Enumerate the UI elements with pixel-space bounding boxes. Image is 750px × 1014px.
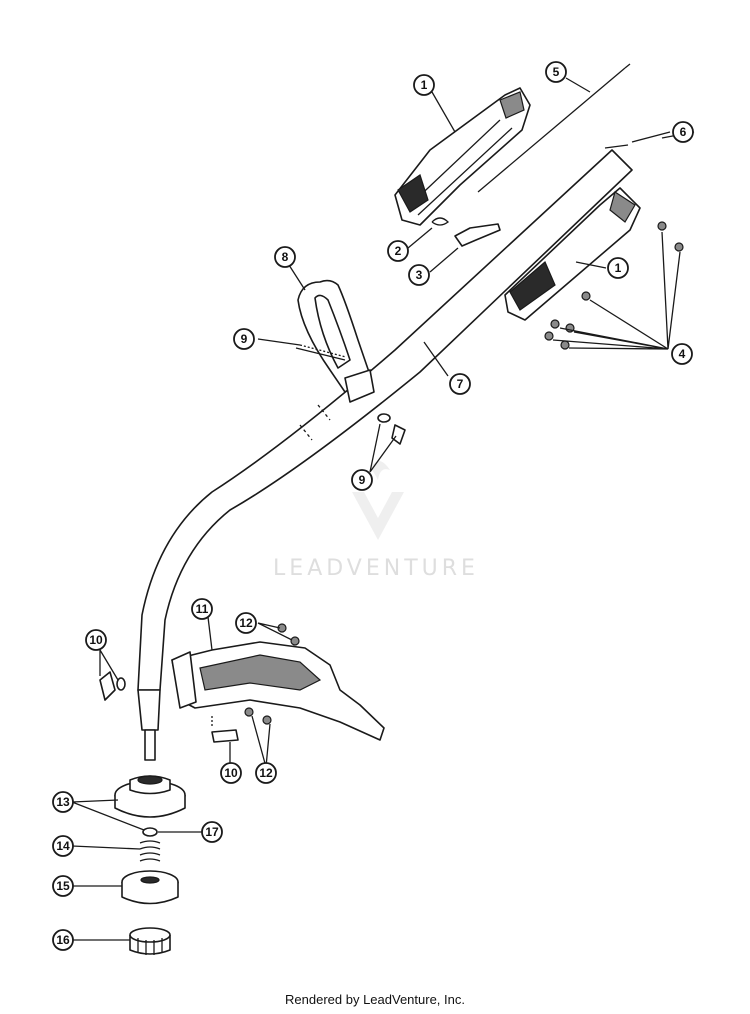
svg-text:8: 8 — [282, 250, 289, 264]
svg-text:7: 7 — [457, 377, 464, 391]
callout-13: 13 — [52, 791, 74, 813]
line-spool — [121, 870, 179, 905]
ignition-wire — [631, 131, 671, 143]
handle-bolt — [295, 344, 347, 361]
svg-text:17: 17 — [205, 825, 219, 839]
callout-15: 15 — [52, 875, 74, 897]
svg-text:10: 10 — [89, 633, 103, 647]
svg-text:9: 9 — [241, 332, 248, 346]
spool-housing — [114, 775, 186, 818]
footer-credit: Rendered by LeadVenture, Inc. — [285, 992, 465, 1007]
callout-9-upper: 9 — [233, 328, 255, 350]
svg-text:3: 3 — [416, 268, 423, 282]
washer — [142, 827, 158, 837]
callout-12-lower: 12 — [255, 762, 277, 784]
shield-screws — [244, 623, 300, 725]
upper-housing-half — [394, 87, 531, 226]
callout-2: 2 — [387, 240, 409, 262]
svg-text:9: 9 — [359, 473, 366, 487]
callout-14: 14 — [52, 835, 74, 857]
bump-knob — [129, 927, 171, 955]
trigger-spring — [431, 217, 449, 226]
callout-16: 16 — [52, 929, 74, 951]
svg-text:1: 1 — [615, 261, 622, 275]
callout-11: 11 — [191, 598, 213, 620]
svg-text:13: 13 — [56, 795, 70, 809]
callout-1-lower: 1 — [607, 257, 629, 279]
callout-3: 3 — [408, 264, 430, 286]
callout-17: 17 — [201, 821, 223, 843]
svg-text:5: 5 — [553, 65, 560, 79]
drive-shaft-end — [137, 689, 161, 761]
svg-text:14: 14 — [56, 839, 70, 853]
callout-6: 6 — [672, 121, 694, 143]
svg-text:2: 2 — [395, 244, 402, 258]
callout-10-upper: 10 — [85, 629, 107, 651]
callout-7: 7 — [449, 373, 471, 395]
callout-12-upper: 12 — [235, 612, 257, 634]
svg-text:11: 11 — [196, 602, 209, 616]
watermark-text: LEADVENTURE — [273, 556, 479, 581]
svg-text:12: 12 — [239, 616, 253, 630]
callout-4: 4 — [671, 343, 693, 365]
svg-text:15: 15 — [56, 879, 70, 893]
svg-text:12: 12 — [259, 766, 273, 780]
svg-text:1: 1 — [421, 78, 428, 92]
handle-knob — [377, 413, 406, 445]
svg-text:16: 16 — [56, 933, 70, 947]
assist-handle — [297, 279, 375, 403]
throttle-trigger — [454, 223, 501, 247]
lower-housing-half — [504, 187, 641, 321]
debris-shield — [171, 641, 385, 741]
callout-5: 5 — [545, 61, 567, 83]
wing-nut — [99, 671, 126, 701]
svg-text:4: 4 — [679, 347, 686, 361]
clamp-bolt — [211, 716, 239, 743]
throttle-cable — [477, 67, 626, 193]
svg-text:6: 6 — [680, 125, 687, 139]
svg-text:10: 10 — [224, 766, 238, 780]
callout-9-lower: 9 — [351, 469, 373, 491]
spool-spring — [139, 840, 161, 862]
callout-8: 8 — [274, 246, 296, 268]
leader-lines — [71, 77, 695, 941]
callout-1-upper: 1 — [413, 74, 435, 96]
callout-10-lower: 10 — [220, 762, 242, 784]
